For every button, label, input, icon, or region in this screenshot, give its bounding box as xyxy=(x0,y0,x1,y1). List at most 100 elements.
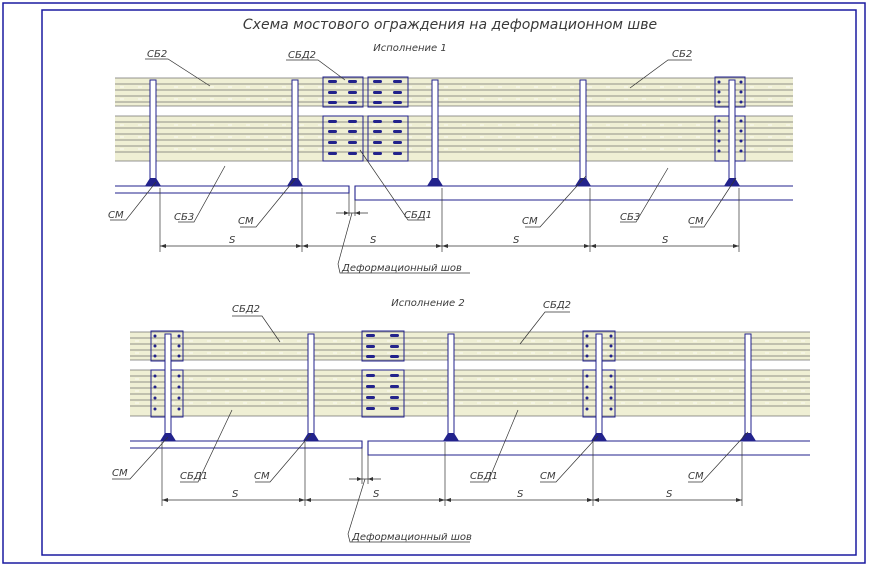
v1-post-bases xyxy=(145,178,740,186)
post xyxy=(728,79,736,185)
bolt xyxy=(328,141,337,144)
label-sm-1: СМ xyxy=(108,210,124,221)
bolt xyxy=(585,354,589,358)
post xyxy=(447,333,455,441)
bolt xyxy=(609,407,613,411)
v1-dimensions xyxy=(159,188,740,265)
leader xyxy=(180,409,233,483)
dim-arrow xyxy=(593,498,599,502)
v2-post-bases xyxy=(160,433,756,441)
bolt xyxy=(366,385,375,388)
leader xyxy=(286,59,346,81)
dim-arrow xyxy=(344,211,349,215)
deck-right xyxy=(354,185,793,201)
bolt xyxy=(366,334,375,337)
bolt xyxy=(348,101,357,104)
leader xyxy=(112,436,169,480)
v2-labels: СБД2 СБД2 СБД1 СБД1 СМ СМ СМ СМ S S S S … xyxy=(112,300,704,543)
splice-block xyxy=(367,76,409,108)
label-sb2-left: СБ2 xyxy=(147,49,167,60)
bolt xyxy=(366,396,375,399)
dim-arrow xyxy=(296,244,302,248)
bolt xyxy=(609,354,613,358)
splice-block xyxy=(322,76,364,108)
bolt xyxy=(739,90,743,94)
leader xyxy=(629,59,692,89)
leader xyxy=(347,533,470,543)
bolt xyxy=(739,139,743,143)
bolt xyxy=(153,344,157,348)
v2-lower-rail-band xyxy=(130,370,810,416)
dim-arrow xyxy=(445,498,451,502)
leader xyxy=(359,149,425,221)
bolt xyxy=(717,100,721,104)
label-sm-4: СМ xyxy=(688,471,704,482)
label-sm-4: СМ xyxy=(688,216,704,227)
leader xyxy=(337,263,470,274)
label-sb3-left: СБ3 xyxy=(174,212,194,223)
variant-1: Исполнение 1 xyxy=(108,43,793,274)
post-base xyxy=(443,433,459,441)
variant-2-title: Исполнение 2 xyxy=(391,298,464,309)
bolt xyxy=(328,80,337,83)
bolt xyxy=(390,374,399,377)
leader xyxy=(620,167,669,223)
span-label: S xyxy=(517,489,524,500)
bolt xyxy=(366,355,375,358)
bolt xyxy=(390,345,399,348)
label-sbd1-left: СБД1 xyxy=(180,471,208,482)
bolt xyxy=(177,396,181,400)
label-sm-2: СМ xyxy=(238,216,254,227)
bolt xyxy=(585,334,589,338)
post xyxy=(149,79,157,185)
dim-arrow xyxy=(357,477,362,481)
bolt xyxy=(393,80,402,83)
post xyxy=(164,333,172,441)
bolt xyxy=(373,101,382,104)
post xyxy=(431,79,439,185)
bolt xyxy=(390,334,399,337)
span-label: S xyxy=(232,489,239,500)
variant-2: Исполнение 2 xyxy=(112,298,810,543)
bolt xyxy=(177,374,181,378)
bolt xyxy=(739,119,743,123)
v2-leaders xyxy=(112,311,749,543)
bolt xyxy=(348,141,357,144)
label-sbd2: СБД2 xyxy=(288,50,316,61)
dim-arrow xyxy=(584,244,590,248)
dim-arrow xyxy=(355,211,360,215)
joint-label: Деформационный шов xyxy=(351,532,472,543)
post xyxy=(744,333,752,441)
bolt xyxy=(348,152,357,155)
v1-bolts xyxy=(328,80,743,155)
span-label: S xyxy=(373,489,380,500)
dim-arrow xyxy=(442,244,448,248)
leader xyxy=(178,165,226,223)
bolt xyxy=(348,120,357,123)
bolt xyxy=(717,119,721,123)
bolt xyxy=(373,91,382,94)
v2-upper-rail-band xyxy=(130,332,810,360)
bolt xyxy=(390,396,399,399)
joint-leader xyxy=(337,212,353,265)
leader xyxy=(470,409,519,483)
splice-block xyxy=(361,369,405,418)
bolt xyxy=(153,354,157,358)
bolt xyxy=(585,407,589,411)
bolt xyxy=(177,385,181,389)
label-sm-3: СМ xyxy=(522,216,538,227)
variant-2-rails xyxy=(130,331,810,417)
joint-leader xyxy=(347,478,366,535)
variant-1-title: Исполнение 1 xyxy=(373,43,446,54)
post xyxy=(579,79,587,185)
leader xyxy=(519,311,570,345)
v1-posts xyxy=(149,79,736,185)
bolt xyxy=(348,130,357,133)
v2-bolts xyxy=(153,334,613,411)
bolt xyxy=(153,334,157,338)
bolt xyxy=(153,374,157,378)
leader xyxy=(255,433,312,483)
dim-arrow xyxy=(162,498,168,502)
bolt xyxy=(153,385,157,389)
label-sbd2-left: СБД2 xyxy=(232,304,260,315)
